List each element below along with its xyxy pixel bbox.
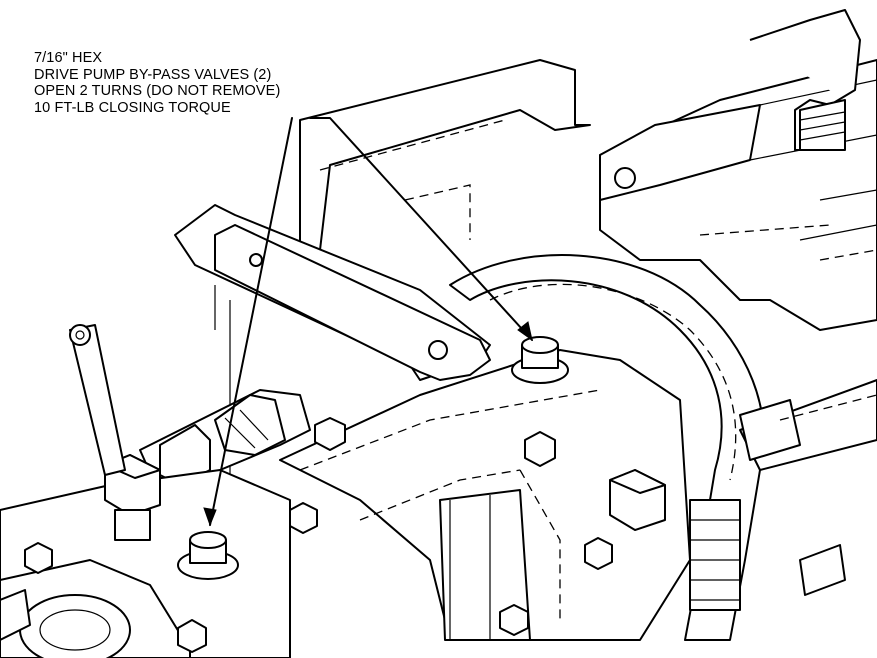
crossbar-plate [174, 204, 491, 381]
right-pipe [739, 379, 877, 596]
callout-line-open: OPEN 2 TURNS (DO NOT REMOVE) [34, 83, 281, 100]
callout-line-torque: 10 FT-LB CLOSING TORQUE [34, 99, 231, 116]
hex-bolts [24, 417, 613, 653]
bypass-valve-lower [177, 531, 239, 580]
bypass-valve-upper [511, 336, 569, 384]
callout-text: 7/16" HEX DRIVE PUMP BY-PASS VALVES (2) … [34, 50, 280, 116]
leader-lines [203, 117, 533, 527]
hydraulic-tube [449, 254, 765, 641]
square-fittings [104, 454, 666, 541]
left-linkage [69, 324, 126, 476]
callout-line-hex: 7/16" HEX [34, 50, 103, 66]
left-pump [0, 469, 291, 658]
callout-line-valves: DRIVE PUMP BY-PASS VALVES (2) [34, 66, 272, 83]
elbow-fitting [749, 9, 861, 151]
